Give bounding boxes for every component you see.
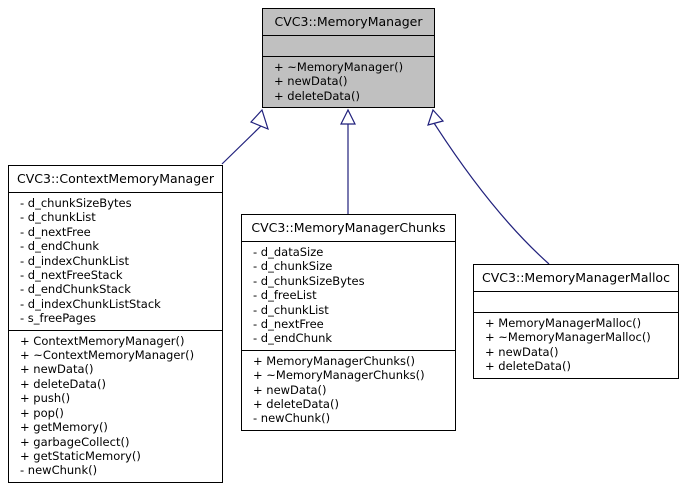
attributes-compartment-memorymanager [263, 35, 434, 56]
attribute-item: - d_chunkSize [253, 259, 333, 274]
attribute-item: - s_freePages [20, 311, 97, 326]
operation-item: + newData() [274, 74, 348, 89]
class-box-contextmemorymanager[interactable]: CVC3::ContextMemoryManager - d_chunkSize… [8, 165, 223, 483]
attribute-item: - d_dataSize [253, 245, 324, 259]
operation-item: + push() [20, 391, 71, 406]
operation-item: + getStaticMemory() [20, 448, 141, 463]
generalization-edge-memorymanagerchunks [340, 108, 356, 214]
operation-item: + deleteData() [253, 397, 339, 412]
attribute-item: - d_indexChunkList [20, 253, 129, 268]
attribute-item: - d_nextFreeStack [20, 268, 123, 283]
class-name-memorymanager: CVC3::MemoryManager [274, 14, 423, 29]
operations-compartment-memorymanager: + ~MemoryManager() + newData() + deleteD… [263, 56, 434, 107]
operation-item: - newChunk() [253, 411, 331, 426]
generalization-edge-contextmemorymanager [221, 108, 269, 165]
operation-item: + MemoryManagerChunks() [253, 353, 415, 368]
attribute-item: - d_chunkList [20, 210, 96, 225]
class-name-memorymanagerchunks: CVC3::MemoryManagerChunks [251, 220, 446, 235]
operation-item: - newChunk() [20, 463, 98, 478]
operation-item: + ~ContextMemoryManager() [20, 348, 195, 363]
operation-item: + newData() [253, 382, 327, 397]
operation-item: + MemoryManagerMalloc() [485, 316, 642, 330]
class-box-memorymanagerchunks[interactable]: CVC3::MemoryManagerChunks - d_dataSize -… [241, 214, 456, 431]
operation-item: + garbageCollect() [20, 434, 130, 449]
operation-item: + deleteData() [20, 376, 106, 391]
attribute-item: - d_chunkSizeBytes [20, 196, 132, 210]
attribute-item: - d_nextFree [253, 317, 324, 332]
attributes-compartment-memorymanagerchunks: - d_dataSize - d_chunkSize - d_chunkSize… [242, 241, 455, 350]
operation-item: + pop() [20, 405, 64, 420]
operation-item: + ~MemoryManagerMalloc() [485, 330, 651, 345]
attributes-compartment-contextmemorymanager: - d_chunkSizeBytes - d_chunkList - d_nex… [9, 192, 222, 330]
class-box-memorymanager[interactable]: CVC3::MemoryManager + ~MemoryManager() +… [262, 8, 435, 109]
class-name-contextmemorymanager: CVC3::ContextMemoryManager [17, 171, 214, 186]
attribute-item: - d_indexChunkListStack [20, 296, 161, 311]
operations-compartment-memorymanagerchunks: + MemoryManagerChunks() + ~MemoryManager… [242, 349, 455, 430]
attribute-item: - d_nextFree [20, 224, 91, 239]
attribute-item: - d_chunkSizeBytes [253, 273, 365, 288]
operation-item: + ContextMemoryManager() [20, 333, 185, 348]
attribute-item: - d_freeList [253, 288, 317, 303]
class-box-memorymanagermalloc[interactable]: CVC3::MemoryManagerMalloc + MemoryManage… [473, 264, 679, 379]
operation-item: + deleteData() [485, 359, 571, 374]
attribute-item: - d_endChunkStack [20, 282, 131, 297]
operation-item: + newData() [485, 344, 559, 359]
operation-item: + ~MemoryManager() [274, 60, 404, 74]
operations-compartment-memorymanagermalloc: + MemoryManagerMalloc() + ~MemoryManager… [474, 312, 678, 378]
operation-item: + deleteData() [274, 88, 360, 103]
class-name-memorymanagermalloc: CVC3::MemoryManagerMalloc [482, 270, 670, 285]
operation-item: + getMemory() [20, 420, 108, 435]
operation-item: + newData() [20, 362, 94, 377]
attribute-item: - d_chunkList [253, 302, 329, 317]
attribute-item: - d_endChunk [253, 331, 333, 346]
operation-item: + ~MemoryManagerChunks() [253, 368, 425, 383]
attributes-compartment-memorymanagermalloc [474, 291, 678, 312]
attribute-item: - d_endChunk [20, 239, 100, 254]
operations-compartment-contextmemorymanager: + ContextMemoryManager() + ~ContextMemor… [9, 329, 222, 482]
